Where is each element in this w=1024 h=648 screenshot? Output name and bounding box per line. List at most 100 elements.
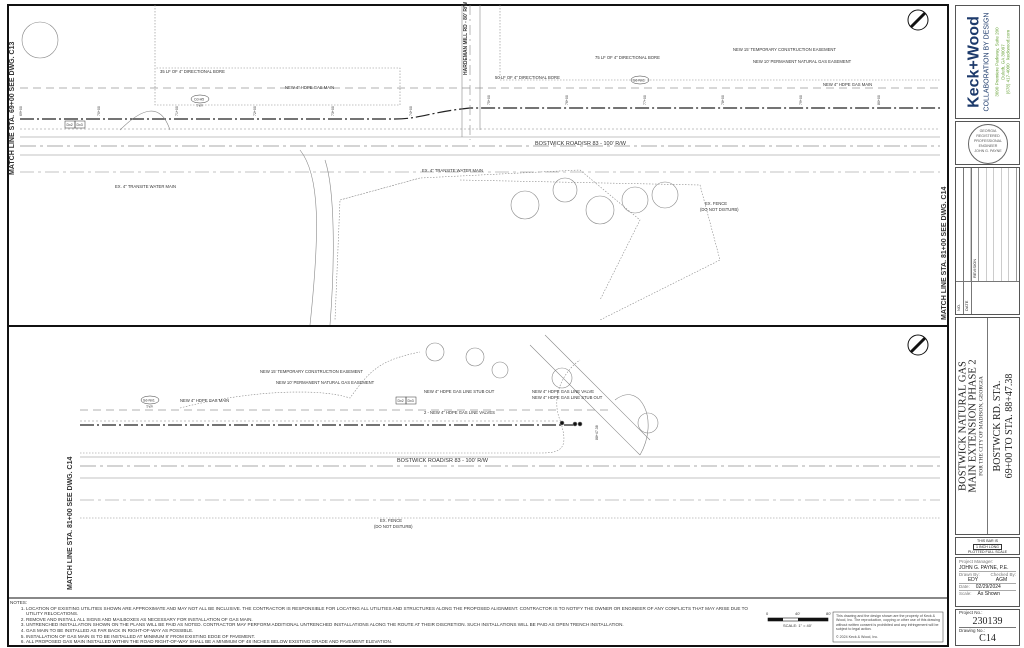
checked-by: AGM bbox=[995, 577, 1008, 583]
note-item: UNTRENCHED INSTALLATION SHOWN ON THE PLA… bbox=[26, 622, 755, 628]
detail-callout-1: Cd-H5 bbox=[194, 98, 204, 102]
drawn-label: Drawn By: bbox=[959, 571, 980, 577]
temp-easement-label: NEW 15' TEMPORARY CONSTRUCTION EASEMENT bbox=[733, 47, 836, 52]
phone: (678) 417-4000 bbox=[1004, 63, 1010, 95]
copyright-text: This drawing and the design shown are th… bbox=[836, 614, 940, 632]
bar-line-3: PLOTTED FULL SCALE bbox=[967, 550, 1007, 555]
valve-label: NEW 4" HDPE GAS LINE VALVE bbox=[532, 389, 594, 394]
end-station-label: 88+47.38 bbox=[595, 425, 599, 440]
station-label: 75+00 bbox=[487, 95, 491, 105]
scale-value: As Shown bbox=[977, 591, 1001, 597]
station-label: 70+00 bbox=[97, 106, 101, 116]
bar-line-2: 1 INCH LONG bbox=[973, 543, 1002, 551]
station-label: 71+00 bbox=[175, 106, 179, 116]
bottom-perm-easement-label: NEW 10' PERMANENT NATURAL GAS EASEMENT bbox=[276, 380, 375, 385]
project-title-line-2: MAIN EXTENSION PHASE 2 bbox=[967, 359, 979, 493]
bore-label-1: 35 LF OF 4" DIRECTIONAL BORE bbox=[160, 69, 225, 74]
fence-label: EX. FENCE bbox=[705, 201, 727, 206]
note-item: ALL PROPOSED GAS MAIN INSTALLED WITHIN T… bbox=[26, 639, 755, 645]
project-title-block: BOSTWICK NATURAL GAS MAIN EXTENSION PHAS… bbox=[955, 317, 1020, 535]
bottom-road-label: BOSTWICK ROAD/SR 83 - 100' R/W bbox=[397, 458, 489, 464]
note-item: REMOVE AND INSTALL ALL SIGNS AND MAILBOX… bbox=[26, 617, 755, 623]
website: keckwood.com bbox=[1004, 29, 1010, 60]
seal-state: GEORGIA bbox=[979, 129, 997, 133]
seal-name: JOHN G. PAYNE bbox=[974, 149, 1002, 153]
drawing-number: C14 bbox=[979, 633, 996, 644]
match-line-top-right: MATCH LINE STA. 81+00 SEE DWG. C14 bbox=[941, 187, 948, 320]
typ-label: TYP. bbox=[196, 104, 203, 108]
match-line-bottom-left: MATCH LINE STA. 81+00 SEE DWG. C14 bbox=[67, 457, 74, 590]
scale-bar: 0 40' 80' SCALE: 1" = 40' bbox=[766, 611, 944, 643]
bottom-fence-note: (DO NOT DISTURB) bbox=[374, 524, 413, 529]
station-label: 79+00 bbox=[799, 95, 803, 105]
top-plan bbox=[20, 5, 940, 326]
water-main-label-1: EX. 4" TRANSITE WATER MAIN bbox=[115, 184, 176, 189]
note-item: INSTALLATION OF GAS MAIN IS TO BE INSTAL… bbox=[26, 634, 755, 640]
perm-easement-label: NEW 10' PERMANENT NATURAL GAS EASEMENT bbox=[753, 59, 852, 64]
bottom-detail-dx3: Dx3 bbox=[408, 399, 414, 403]
notes-title: NOTES: bbox=[10, 600, 28, 605]
bottom-typ-label: TYP. bbox=[146, 405, 153, 409]
sheet-title-line-2: 69+00 TO STA. 88+47.38 bbox=[1004, 373, 1015, 479]
bottom-plan bbox=[80, 334, 940, 519]
valves-label: 2 - NEW 4" HDPE GAS LINE VALVES bbox=[424, 410, 495, 415]
checked-label: Checked By: bbox=[990, 571, 1016, 577]
copyright-notice: This drawing and the design shown are th… bbox=[836, 614, 942, 639]
date: 02/29/2024 bbox=[975, 584, 1001, 590]
detail-dx2: Dx2 bbox=[67, 123, 73, 127]
station-label: 72+00 bbox=[253, 106, 257, 116]
note-item: LOCATION OF EXISTING UTILITIES SHOWN ARE… bbox=[26, 606, 755, 617]
bottom-plan-labels: MATCH LINE STA. 81+00 SEE DWG. C14 88+47… bbox=[67, 334, 929, 590]
seal-line-3: ENGINEER bbox=[978, 144, 998, 148]
match-line-top-left: MATCH LINE STA. 69+00 SEE DWG. C13 bbox=[9, 42, 16, 175]
drawing-no-label: Drawing No.: bbox=[959, 627, 986, 633]
north-arrow-icon bbox=[907, 9, 929, 31]
scale-check-bar: THIS BAR IS 1 INCH LONG PLOTTED FULL SCA… bbox=[955, 537, 1020, 555]
revision-header-date: DATE bbox=[964, 300, 969, 311]
scale-field-label: Scale: bbox=[959, 591, 972, 596]
station-label: 73+00 bbox=[331, 106, 335, 116]
seal-line-1: REGISTERED bbox=[976, 134, 1000, 138]
bore-label-3: 75 LF OF 4" DIRECTIONAL BORE bbox=[595, 55, 660, 60]
notes-list: LOCATION OF EXISTING UTILITIES SHOWN ARE… bbox=[10, 606, 755, 645]
fence-note: (DO NOT DISTURB) bbox=[700, 207, 739, 212]
station-label: 80+00 bbox=[877, 95, 881, 105]
bottom-gas-main-label: NEW 4" HDPE GAS MAIN bbox=[180, 398, 229, 403]
bottom-temp-easement-label: NEW 15' TEMPORARY CONSTRUCTION EASEMENT bbox=[260, 369, 363, 374]
revision-header-no: NO. bbox=[956, 303, 961, 311]
pm-label: Project Manager: bbox=[959, 559, 994, 564]
stub-out-label-1: NEW 4" HDPE GAS LINE STUB OUT bbox=[424, 389, 495, 394]
sheet-title-line-1: BOSTWCK RD. STA. bbox=[992, 380, 1003, 472]
gas-main-label-1: NEW 4" HDPE GAS MAIN bbox=[285, 85, 334, 90]
detail-dx3: Dx3 bbox=[77, 123, 83, 127]
station-label: 74+00 bbox=[409, 106, 413, 116]
address-line-2: Duluth, GA 30097 bbox=[999, 44, 1005, 80]
north-arrow-icon bbox=[907, 334, 929, 356]
project-info: Project Manager: JOHN G. PAYNE, P.E. Dra… bbox=[955, 557, 1020, 607]
project-no-label: Project No.: bbox=[959, 610, 983, 615]
seal-line-2: PROFESSIONAL bbox=[974, 139, 1002, 143]
copyright-line: © 2024 Keck & Wood, Inc. bbox=[836, 634, 879, 639]
cross-road-label: HARDEMAN MILL RD - 80' R/W bbox=[463, 2, 469, 75]
station-label: 69+00 bbox=[19, 106, 23, 116]
note-item: GAS MAIN TO BE INSTALLED AS FAR BACK IN … bbox=[26, 628, 755, 634]
general-notes: NOTES: LOCATION OF EXISTING UTILITIES SH… bbox=[10, 600, 755, 645]
project-number-block: Project No.: 230139 Drawing No.: C14 bbox=[955, 609, 1020, 646]
engineer-seal: GEORGIA REGISTERED PROFESSIONAL ENGINEER… bbox=[968, 124, 1008, 164]
station-label: 76+00 bbox=[565, 95, 569, 105]
bottom-detail-dx2: Dx2 bbox=[398, 399, 404, 403]
project-manager: JOHN G. PAYNE, P.E. bbox=[959, 565, 1016, 572]
client-name: FOR THE CITY OF MADISON, GEORGIA bbox=[978, 376, 985, 476]
road-label: BOSTWICK ROAD/SR 83 - 100' R/W bbox=[535, 141, 627, 147]
detail-callout-2: Sd-Nn1 bbox=[633, 79, 645, 83]
station-label: 77+00 bbox=[643, 95, 647, 105]
bottom-detail-callout: Sd-Nn1 bbox=[143, 399, 155, 403]
engineer-seal-block: GEORGIA REGISTERED PROFESSIONAL ENGINEER… bbox=[955, 121, 1020, 165]
station-labels: 69+00 70+00 71+00 72+00 73+00 74+00 75+00 76+00… bbox=[19, 95, 881, 116]
water-main-label-2: EX. 4" TRANSITE WATER MAIN bbox=[422, 168, 483, 173]
stub-out-label-2: NEW 4" HDPE GAS LINE STUB OUT bbox=[532, 395, 603, 400]
bar-line-1: THIS BAR IS bbox=[977, 539, 998, 543]
scale-label: SCALE: 1" = 40' bbox=[783, 623, 812, 628]
company-logo: Keck+Wood bbox=[964, 16, 982, 108]
bore-label-2: 50 LF OF 4" DIRECTIONAL BORE bbox=[495, 75, 560, 80]
